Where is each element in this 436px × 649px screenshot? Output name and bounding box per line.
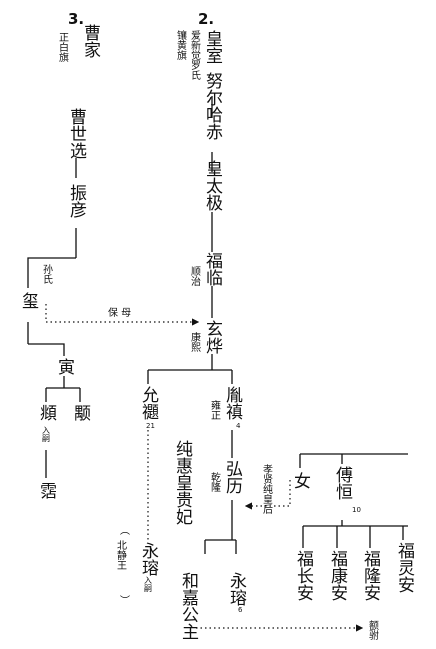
- person-nurhaci: 努尔哈赤: [202, 72, 223, 140]
- person-zhenyan: 振彦: [66, 184, 87, 218]
- person-sunshi: 孙氏: [41, 263, 53, 284]
- imperial-family-title: 皇室: [202, 30, 222, 64]
- person-xuanye: 玄烨: [202, 320, 223, 354]
- person-yonghuan: 永瑢: [138, 542, 159, 576]
- person-nv: 女: [290, 472, 311, 489]
- person-zhan: 霑: [36, 482, 56, 499]
- person-hongli: 弘历: [222, 460, 243, 494]
- bracket-close: ︶: [120, 595, 130, 607]
- person-yinzhen: 胤禛: [222, 386, 243, 420]
- connector-lines: [27, 96, 408, 554]
- person-hejia: 和嘉公主: [178, 572, 199, 640]
- person-fuchangan: 福长安: [293, 550, 314, 601]
- reign-qianlong: 乾隆: [209, 471, 221, 492]
- reign-yongzheng: 雍正: [209, 399, 221, 420]
- person-fu: 頫: [36, 404, 57, 421]
- person-xiaoxian: 孝贤纯皇后: [261, 464, 273, 515]
- bracket-open: ︵: [120, 526, 130, 537]
- reign-kangxi: 康熙: [189, 331, 201, 353]
- imperial-clan: 爱新觉罗氏: [189, 29, 201, 80]
- person-fulingan: 福灵安: [394, 542, 415, 593]
- efu-label: 额驸: [367, 619, 379, 641]
- person-fulongan: 福隆安: [360, 550, 381, 601]
- person-yin: 寅: [54, 358, 75, 375]
- person-chunhui: 纯惠皇贵妃: [172, 440, 193, 525]
- person-yong: 颙: [70, 404, 90, 422]
- person-hongtaiji: 皇太极: [202, 160, 223, 211]
- person-xi: 玺: [18, 292, 39, 309]
- yonghuan-adoption-note: 入嗣: [144, 576, 153, 593]
- yongrong-number: 6: [238, 606, 243, 614]
- fuheng-number: 10: [352, 506, 361, 514]
- cao-number: 3.: [68, 10, 84, 28]
- person-yongrong: 永瑢: [226, 572, 247, 606]
- nanny-relation-line: [45, 304, 200, 326]
- yonghuan-title-note: 北静王: [115, 540, 127, 570]
- person-fuheng: 傅恒: [332, 466, 353, 500]
- baomu-label: 保 母: [108, 306, 131, 319]
- person-fulin: 福临: [202, 252, 223, 286]
- person-yunti: 允禵: [138, 386, 159, 420]
- consort-relation-line: [244, 480, 291, 510]
- cao-banner: 正白旗: [57, 32, 69, 63]
- imperial-number: 2.: [198, 10, 214, 28]
- yunti-number: 21: [146, 422, 155, 430]
- yinzhen-number: 4: [236, 422, 241, 430]
- imperial-banner: 镶黄旗: [175, 29, 187, 61]
- person-fukangan: 福康安: [327, 550, 348, 601]
- cao-family-title: 曹家: [80, 24, 100, 58]
- fu-adoption-note: 入嗣: [42, 426, 51, 443]
- reign-shunzhi: 顺治: [189, 266, 201, 287]
- person-cao-shixuan: 曹世选: [66, 108, 87, 159]
